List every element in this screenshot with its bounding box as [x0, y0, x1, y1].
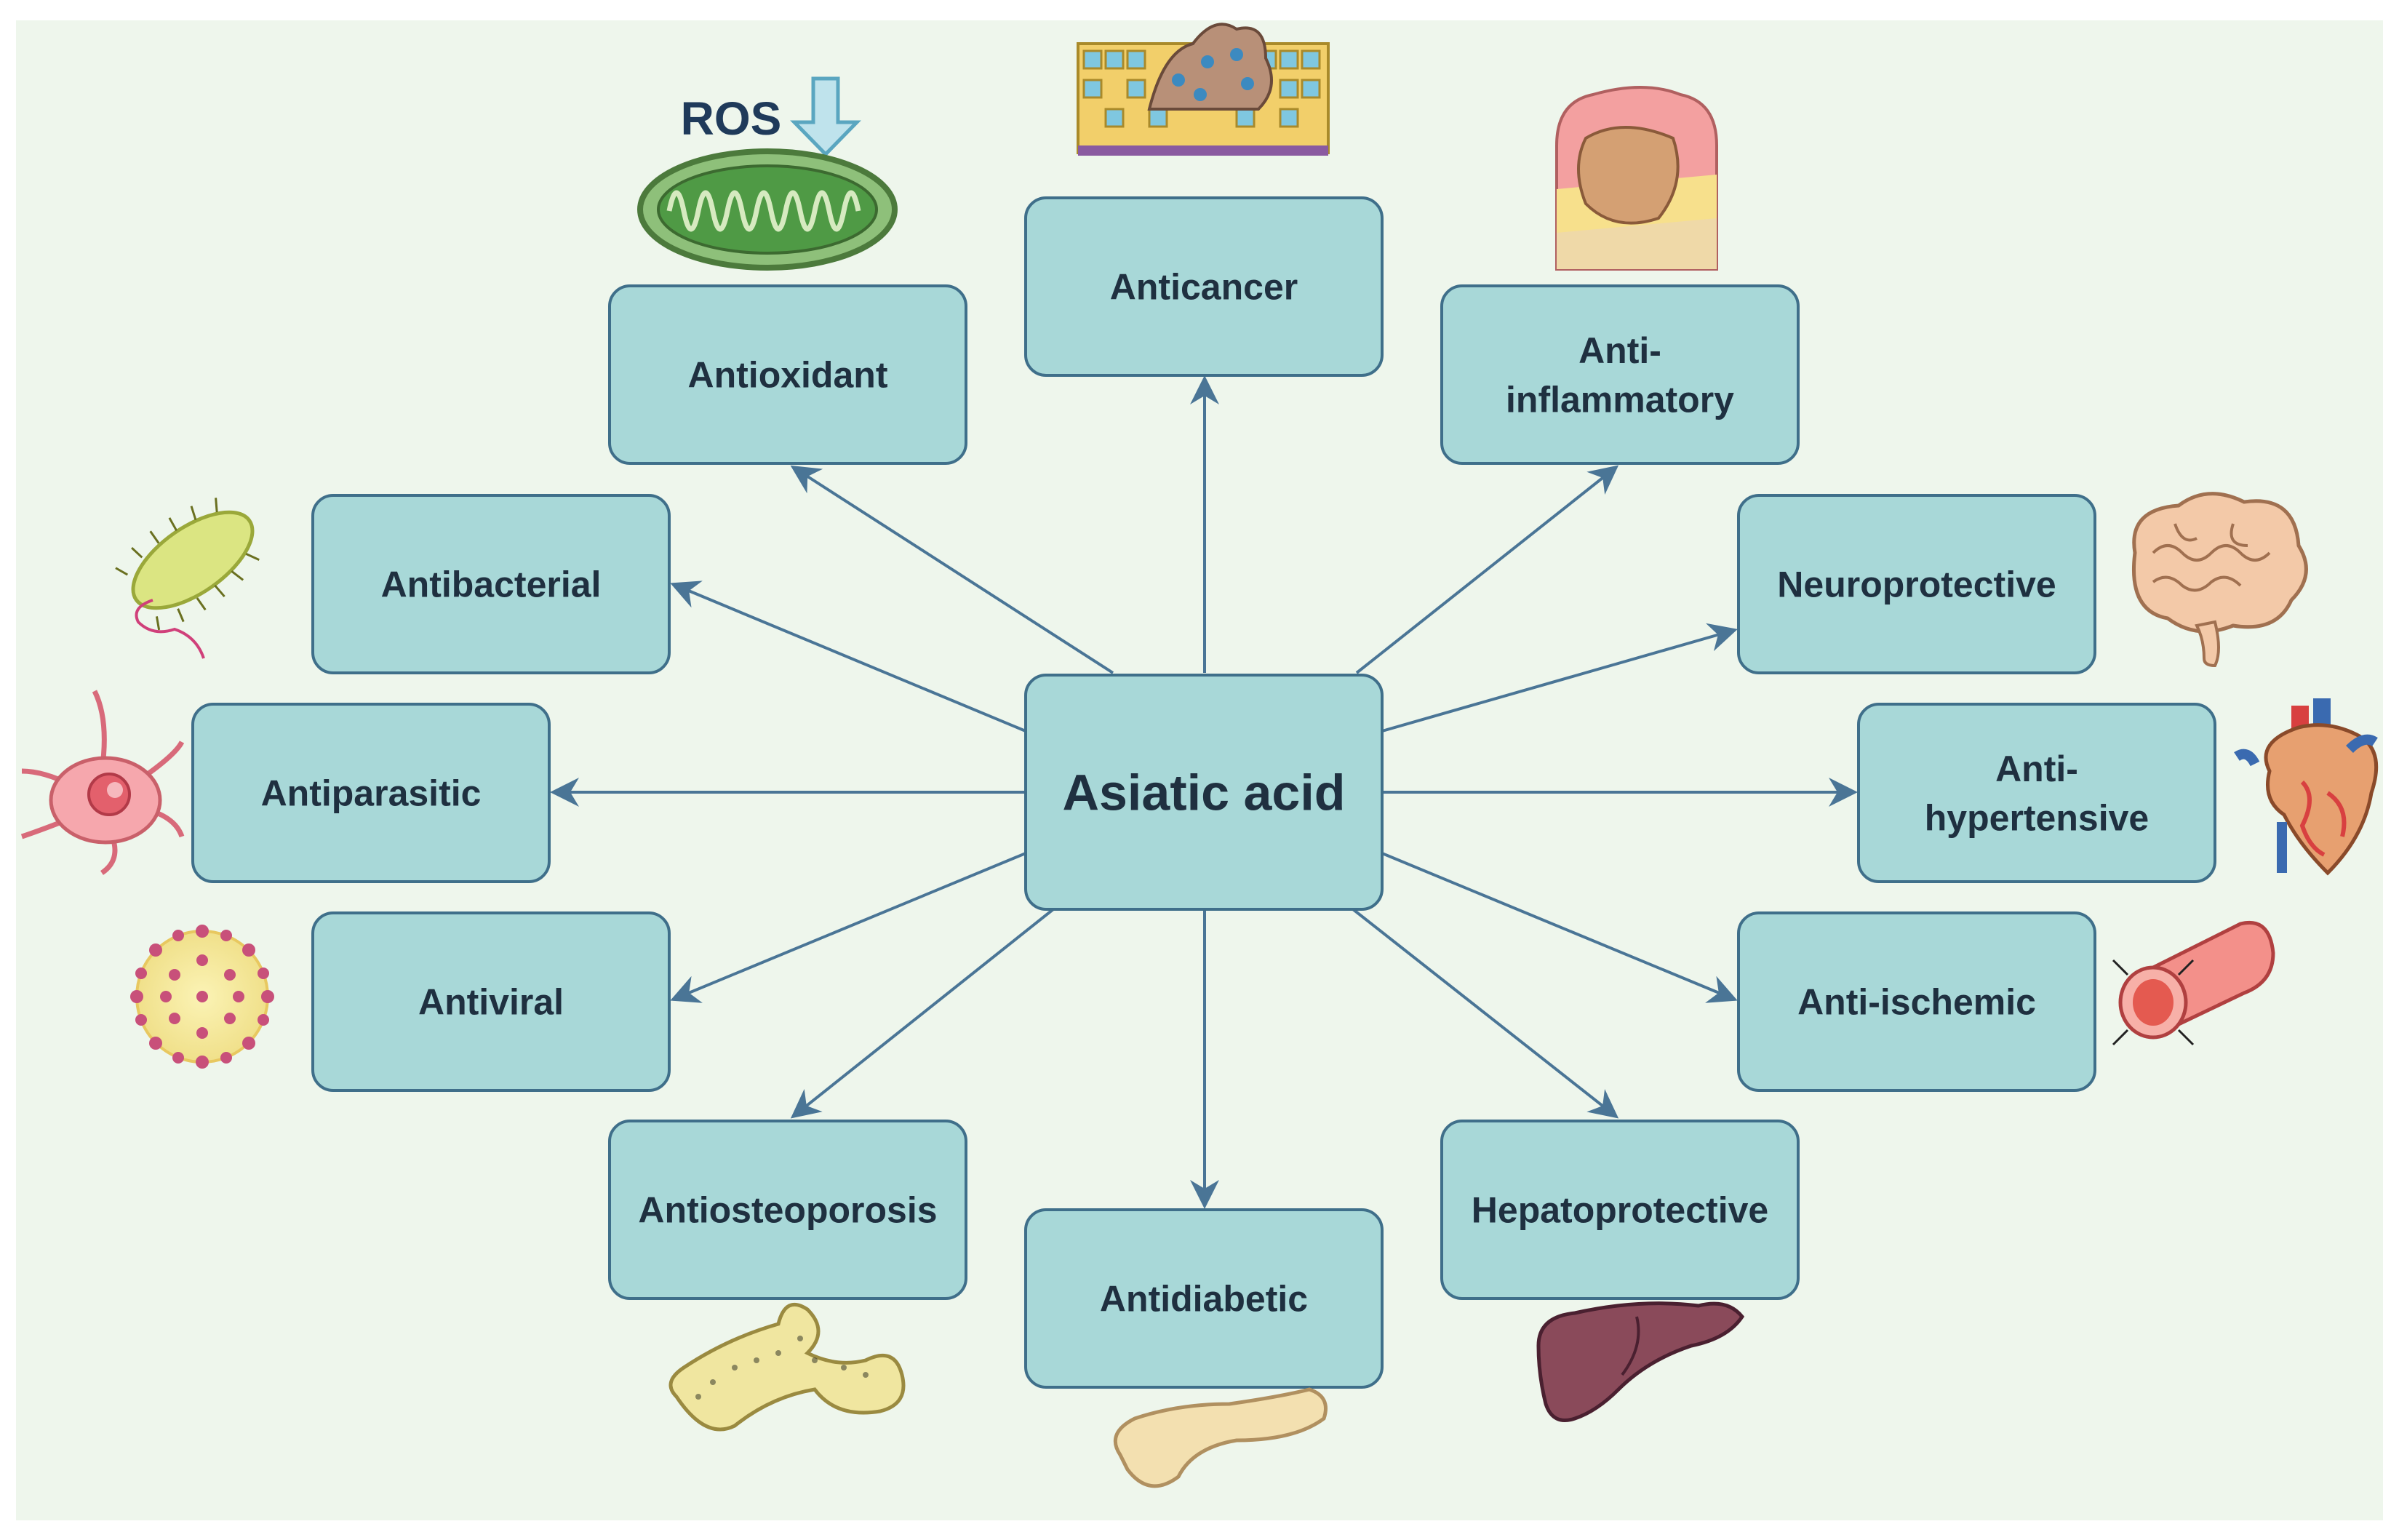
effect-antioxidant-box: [608, 284, 967, 465]
effect-hepatoprotective-box: [1440, 1120, 1800, 1300]
center-node-asiatic-acid: Asiatic acid: [1024, 674, 1384, 911]
effect-anti-ischemic-label: Anti-ischemic: [1797, 982, 2036, 1023]
effect-antidiabetic-box: [1024, 1208, 1384, 1389]
effect-antihypertensive-label: Anti-: [1995, 749, 2078, 789]
cancer-tissue-icon: [1077, 23, 1330, 156]
effect-antiosteoporosis: Antiosteoporosis: [608, 1120, 967, 1300]
effect-antioxidant-label: Antioxidant: [688, 355, 888, 396]
effect-antiparasitic-label: Antiparasitic: [261, 773, 482, 814]
parasite-icon: [20, 690, 185, 875]
liver-icon: [1536, 1301, 1745, 1422]
pancreas-icon: [1113, 1387, 1328, 1488]
effect-anticancer-box: [1024, 196, 1384, 377]
effect-anti-ischemic-box: [1737, 911, 2096, 1092]
center-node-asiatic-acid-label: Asiatic acid: [1062, 765, 1345, 821]
effect-antibacterial-label: Antibacterial: [381, 564, 602, 605]
virus-icon: [130, 925, 274, 1069]
effect-antiosteoporosis-box: [608, 1120, 967, 1300]
effect-antihypertensive-label: hypertensive: [1925, 797, 2149, 838]
effect-anti-ischemic: Anti-ischemic: [1737, 911, 2096, 1092]
brain-icon: [2131, 492, 2308, 668]
arrow-to-antioxidant: [790, 465, 1114, 674]
effect-antiparasitic-box: [191, 703, 551, 883]
effect-antihypertensive: Anti-hypertensive: [1857, 703, 2216, 883]
arrow-to-anti-ischemic: [1381, 852, 1738, 1003]
effect-anticancer: Anticancer: [1024, 196, 1384, 377]
effect-anti-inflammatory-label: inflammatory: [1506, 379, 1734, 420]
effect-neuroprotective-label: Neuroprotective: [1777, 564, 2056, 605]
arrow-to-anti-inflammatory: [1355, 465, 1619, 674]
arrows-layer: [550, 375, 1858, 1209]
effect-neuroprotective-box: [1737, 494, 2096, 674]
bacterium-icon: [115, 498, 260, 659]
effect-anti-inflammatory-label: Anti-: [1578, 330, 1661, 371]
inflamed-tissue-icon: [1555, 86, 1718, 271]
arrow-to-antiosteoporosis: [790, 908, 1055, 1119]
effect-hepatoprotective-label: Hepatoprotective: [1472, 1190, 1768, 1231]
effect-anti-inflammatory: Anti-inflammatory: [1440, 284, 1800, 465]
blood-vessel-icon: [2112, 920, 2275, 1046]
effect-anti-inflammatory-box: [1440, 284, 1800, 465]
effect-antidiabetic: Antidiabetic: [1024, 1208, 1384, 1389]
boxes-layer: AnticancerAntioxidantAnti-inflammatoryAn…: [191, 196, 2216, 1389]
heart-icon: [2234, 698, 2379, 876]
effect-antiviral-label: Antiviral: [418, 982, 564, 1023]
effect-antiviral-box: [311, 911, 671, 1092]
center-node-asiatic-acid-box: [1024, 674, 1384, 911]
arrow-to-hepatoprotective: [1352, 908, 1619, 1119]
effect-antiparasitic: Antiparasitic: [191, 703, 551, 883]
effect-anticancer-label: Anticancer: [1110, 267, 1298, 308]
ros-label: ROS: [681, 92, 782, 145]
effect-hepatoprotective: Hepatoprotective: [1440, 1120, 1800, 1300]
mitochondria-icon: ROS: [637, 76, 898, 271]
effect-antioxidant: Antioxidant: [608, 284, 967, 465]
effect-antiviral: Antiviral: [311, 911, 671, 1092]
effect-neuroprotective: Neuroprotective: [1737, 494, 2096, 674]
ros-down-arrow-icon: [790, 76, 861, 157]
effect-antidiabetic-label: Antidiabetic: [1100, 1279, 1308, 1320]
effect-antihypertensive-box: [1857, 703, 2216, 883]
arrow-to-antiviral: [670, 852, 1026, 1003]
effect-antiosteoporosis-label: Antiosteoporosis: [638, 1190, 937, 1231]
effect-antibacterial-box: [311, 494, 671, 674]
effect-antibacterial: Antibacterial: [311, 494, 671, 674]
bone-icon: [668, 1302, 906, 1432]
arrow-to-antibacterial: [670, 581, 1026, 733]
arrow-to-neuroprotective: [1381, 623, 1738, 733]
